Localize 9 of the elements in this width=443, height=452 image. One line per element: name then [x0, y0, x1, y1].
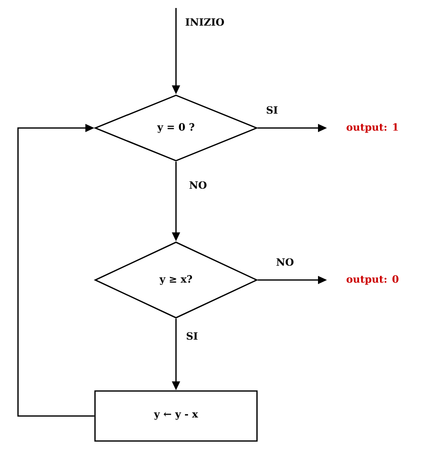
- edge-label: NO: [188, 180, 208, 190]
- process-box: y ← y - x: [94, 390, 258, 442]
- edge-label: SI: [185, 331, 199, 341]
- edge-label: INIZIO: [184, 17, 226, 27]
- edge-label: NO: [275, 257, 295, 267]
- output-text: output: 1: [346, 123, 398, 133]
- output-text: output: 0: [346, 275, 398, 285]
- arrow: [17, 124, 94, 417]
- edge-label: SI: [265, 105, 279, 115]
